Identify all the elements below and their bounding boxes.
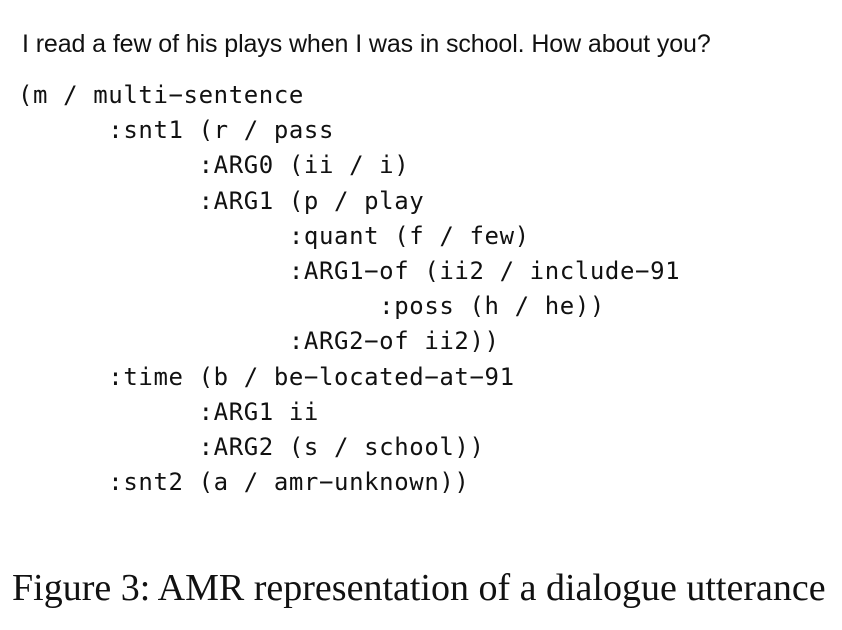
amr-line: :ARG1−of (ii2 / include−91 (18, 256, 681, 285)
amr-line: :quant (f / few) (18, 221, 530, 250)
amr-line: :ARG2 (s / school)) (18, 432, 485, 461)
amr-line: :ARG0 (ii / i) (18, 151, 410, 180)
amr-graph-code-block: (m / multi−sentence :snt1 (r / pass :ARG… (18, 78, 680, 500)
amr-line: :poss (h / he)) (18, 292, 605, 321)
amr-line: :ARG1 ii (18, 397, 319, 426)
example-sentence: I read a few of his plays when I was in … (22, 30, 711, 58)
amr-line: :snt1 (r / pass (18, 116, 335, 145)
figure-caption: Figure 3: AMR representation of a dialog… (12, 567, 826, 609)
amr-line: :ARG2−of ii2)) (18, 327, 500, 356)
amr-line: :snt2 (a / amr−unknown)) (18, 468, 470, 497)
amr-line: (m / multi−sentence (18, 81, 304, 109)
amr-line: :ARG1 (p / play (18, 186, 425, 215)
amr-line: :time (b / be−located−at−91 (18, 362, 515, 391)
